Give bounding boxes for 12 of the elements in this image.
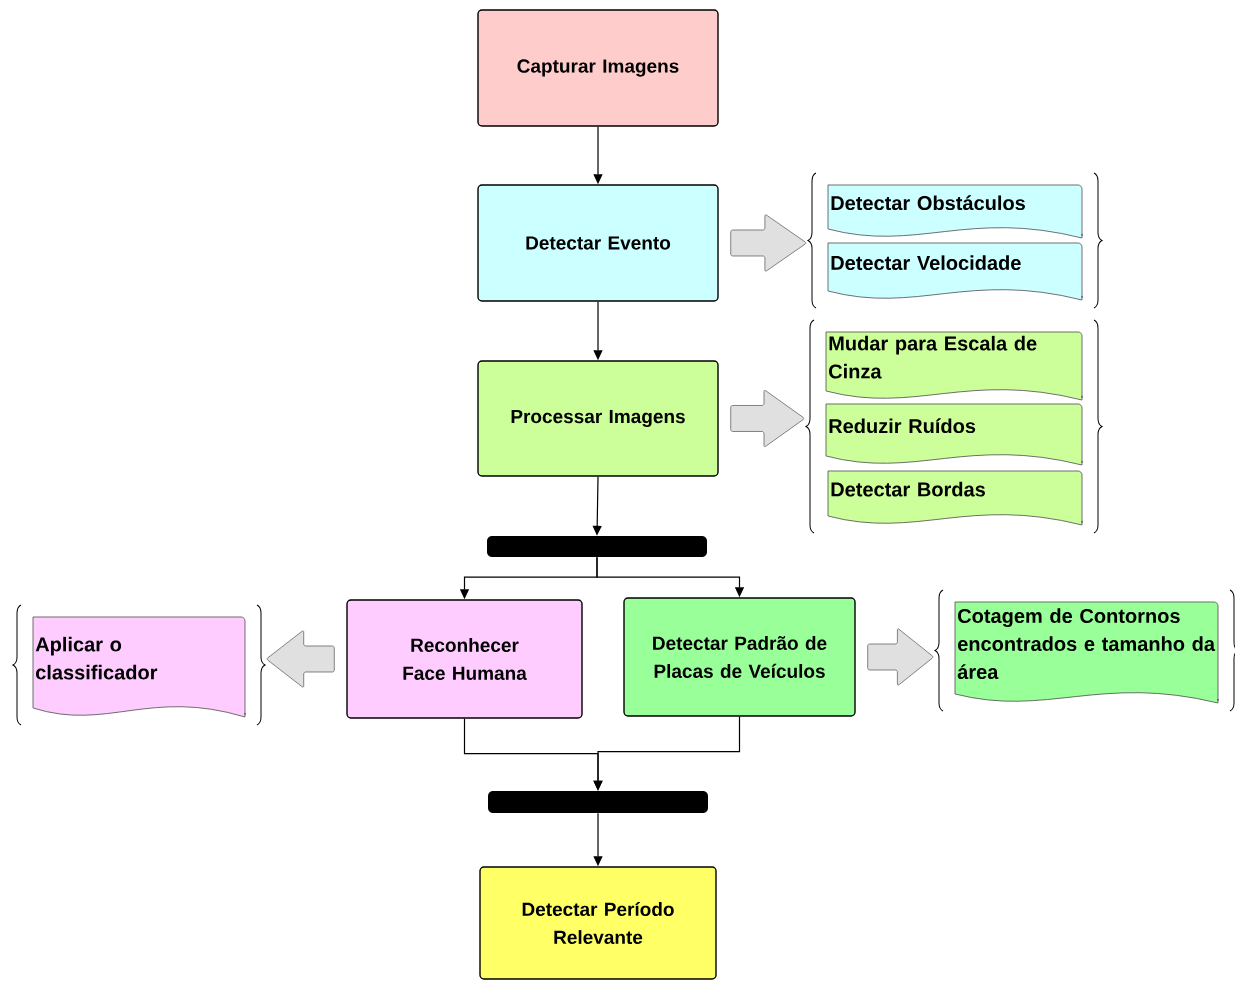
bar: [488, 791, 708, 813]
block-arrow: [730, 389, 805, 448]
process-box: Capturar Imagens: [477, 9, 719, 127]
process-box: Processar Imagens: [477, 360, 719, 477]
block-arrow: [266, 630, 335, 688]
bar: [487, 536, 707, 557]
process-box: Detectar Período Relevante: [479, 866, 717, 980]
process-box: Detectar Evento: [477, 184, 719, 302]
process-box: Detectar Padrão de Placas de Veículos: [623, 597, 856, 717]
block-arrow: [730, 214, 807, 272]
process-box: Reconhecer Face Humana: [346, 599, 583, 719]
block-arrow: [867, 628, 934, 686]
